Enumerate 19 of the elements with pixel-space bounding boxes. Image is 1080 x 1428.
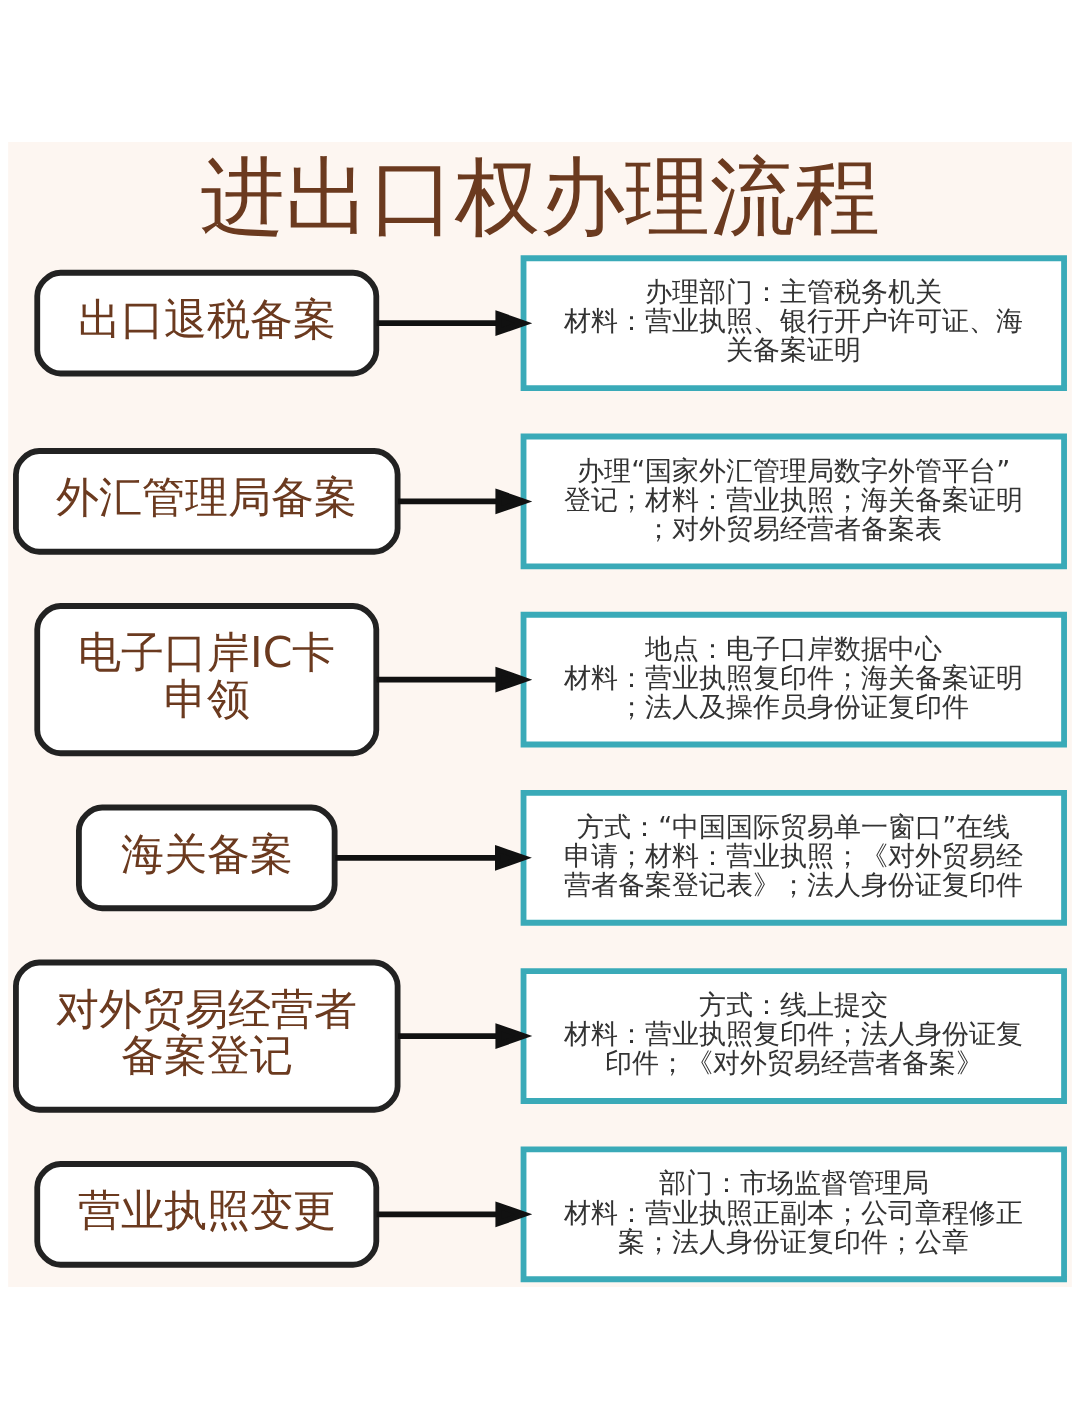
arrow bbox=[376, 1200, 533, 1227]
arrow bbox=[398, 487, 533, 514]
node-box: 地点：电子口岸数据中心 材料：营业执照复印件；海关备案证明；法人及操作员身份证复印件 bbox=[520, 611, 1067, 747]
node-box: 对外贸易经营者备案登记 bbox=[13, 959, 401, 1113]
arrow bbox=[376, 666, 533, 693]
node-box: 出口退税备案 bbox=[34, 269, 380, 376]
arrow bbox=[335, 844, 532, 871]
node-box: 部门：市场监督管理局 材料：营业执照正副本；公司章程修正案；法人身份证复印件；公章 bbox=[520, 1146, 1067, 1282]
node-box: 方式：“中国国际贸易单一窗口”在线申请；材料：营业执照；《对外贸易经营者备案登记表》；法人身份证复印件 bbox=[520, 789, 1067, 926]
node-box: 办理部门：主管税务机关 材料：营业执照、银行开户许可证、海关备案证明 bbox=[520, 254, 1067, 391]
arrow bbox=[376, 309, 533, 336]
node-box: 外汇管理局备案 bbox=[13, 447, 401, 555]
node-box: 方式：线上提交 材料：营业执照复印件；法人身份证复印件；《对外贸易经营者备案》 bbox=[520, 967, 1067, 1104]
node-box: 营业执照变更 bbox=[34, 1160, 380, 1268]
arrow bbox=[398, 1022, 533, 1049]
node-box: 电子口岸IC卡申领 bbox=[34, 602, 380, 756]
diagram-title: 进出口权办理流程 bbox=[200, 146, 880, 246]
node-box: 海关备案 bbox=[76, 804, 338, 911]
node-box: 办理“国家外汇管理局数字外管平台”登记；材料：营业执照；海关备案证明；对外贸易经营者备案表 bbox=[520, 433, 1067, 569]
